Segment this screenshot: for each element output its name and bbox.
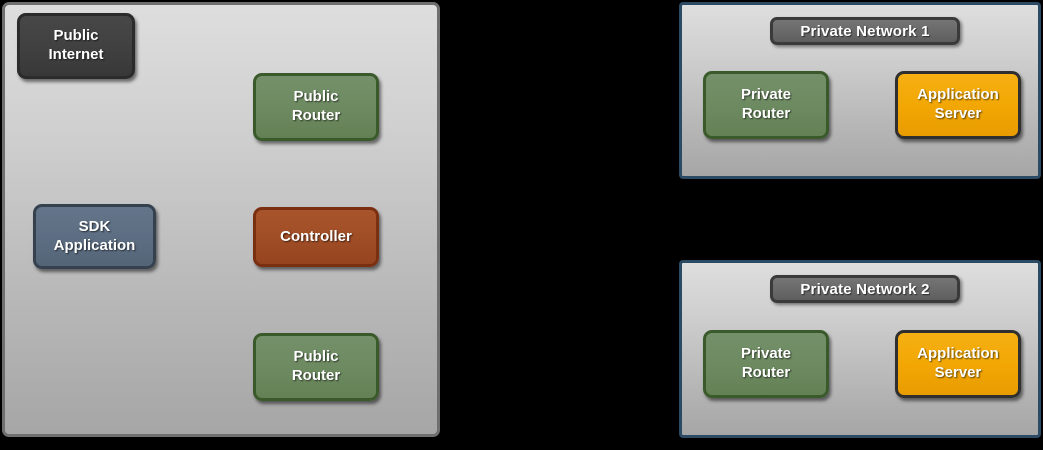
node-label-line: SDK <box>78 217 111 235</box>
node-application-server-1[interactable]: Application Server <box>895 71 1021 139</box>
node-label-line: Private <box>740 86 792 104</box>
node-label-line: Router <box>291 367 341 384</box>
node-sdk-application[interactable]: SDK Application <box>33 204 156 269</box>
node-label-line: Server <box>934 364 982 381</box>
node-label-line: Public <box>293 348 339 366</box>
node-label-line: Router <box>741 364 791 381</box>
node-label-line: Public <box>53 27 99 45</box>
node-public-internet[interactable]: Public Internet <box>17 13 135 79</box>
node-label-line: Router <box>741 105 791 122</box>
node-application-server-2[interactable]: Application Server <box>895 330 1021 398</box>
node-label-line: Router <box>291 107 341 124</box>
node-public-router-bottom[interactable]: Public Router <box>253 333 379 401</box>
private-network-1-panel[interactable]: Private Network 1 Private Router Applica… <box>679 2 1041 179</box>
public-zone-panel[interactable]: Public Internet Public Router SDK Applic… <box>2 2 440 437</box>
node-label-line: Server <box>934 105 982 122</box>
node-label-line: Application <box>917 345 999 363</box>
node-label-line: Controller <box>280 227 352 245</box>
node-controller[interactable]: Controller <box>253 207 379 267</box>
node-label-line: Application <box>917 86 999 104</box>
private-network-1-title-badge: Private Network 1 <box>770 17 960 45</box>
node-public-router-top[interactable]: Public Router <box>253 73 379 141</box>
node-label-line: Public <box>293 88 339 106</box>
private-network-2-panel[interactable]: Private Network 2 Private Router Applica… <box>679 260 1041 438</box>
node-label-line: Internet <box>48 46 104 63</box>
node-private-router-1[interactable]: Private Router <box>703 71 829 139</box>
node-private-router-2[interactable]: Private Router <box>703 330 829 398</box>
private-network-2-title-badge: Private Network 2 <box>770 275 960 303</box>
node-label-line: Private <box>740 345 792 363</box>
node-label-line: Application <box>53 236 136 254</box>
